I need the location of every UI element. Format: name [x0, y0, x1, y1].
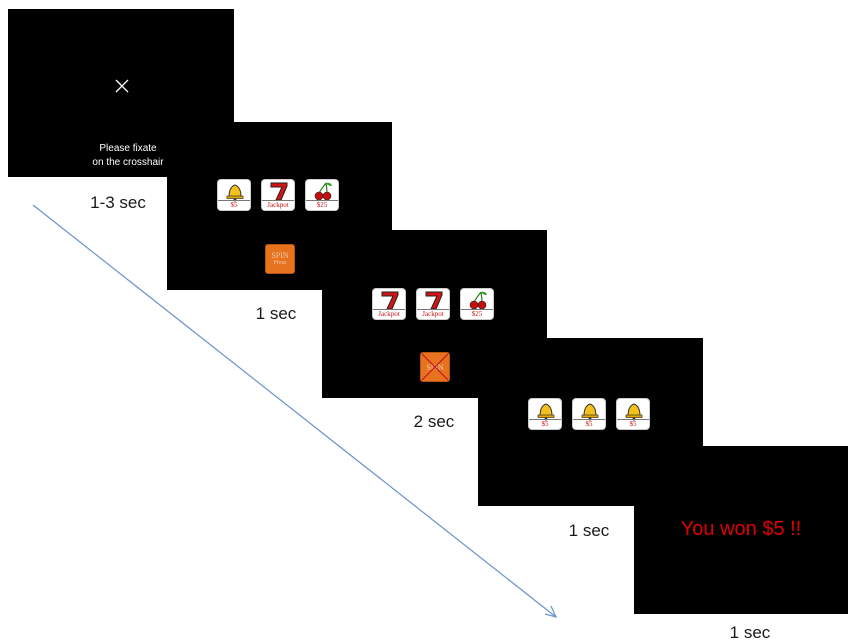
slot-reel-1: Jackpot [372, 288, 406, 320]
duration-label-3: 2 sec [374, 412, 494, 432]
slot-reel-3: $25 [305, 179, 339, 211]
bell-icon [218, 180, 252, 202]
slot-label: $5 [617, 419, 649, 428]
crosshair-icon [115, 79, 129, 93]
spin-sublabel: Press [266, 260, 294, 266]
duration-label-2: 1 sec [216, 304, 336, 324]
spin-button[interactable]: SPIN Press [265, 244, 295, 274]
seven-icon [373, 289, 407, 311]
slot-reel-3: $5 [616, 398, 650, 430]
spin-label: SPIN [266, 251, 294, 260]
seven-icon [262, 180, 296, 202]
slot-reel-2: Jackpot [261, 179, 295, 211]
slot-reel-1: $5 [528, 398, 562, 430]
slot-label: $5 [218, 200, 250, 209]
slot-reel-3: $25 [460, 288, 494, 320]
cherry-icon [461, 289, 495, 311]
outcome-screen: You won $5 !! [634, 446, 848, 614]
duration-label-5: 1 sec [690, 623, 810, 643]
bell-icon [573, 399, 607, 421]
duration-label-1: 1-3 sec [58, 193, 178, 213]
slot-label: $25 [461, 309, 493, 318]
bell-icon [529, 399, 563, 421]
slot-label: Jackpot [417, 309, 449, 318]
cherry-icon [306, 180, 340, 202]
slot-label: Jackpot [373, 309, 405, 318]
slot-reel-2: Jackpot [416, 288, 450, 320]
duration-label-4: 1 sec [529, 521, 649, 541]
slot-label: Jackpot [262, 200, 294, 209]
slot-reel-2: $5 [572, 398, 606, 430]
seven-icon [417, 289, 451, 311]
spin-button-disabled: SPIN [420, 352, 450, 382]
slot-label: $5 [529, 419, 561, 428]
slot-label: $25 [306, 200, 338, 209]
slot-label: $5 [573, 419, 605, 428]
bell-icon [617, 399, 651, 421]
win-message: You won $5 !! [634, 518, 848, 541]
slot-reel-1: $5 [217, 179, 251, 211]
crossed-out-icon [420, 352, 450, 382]
